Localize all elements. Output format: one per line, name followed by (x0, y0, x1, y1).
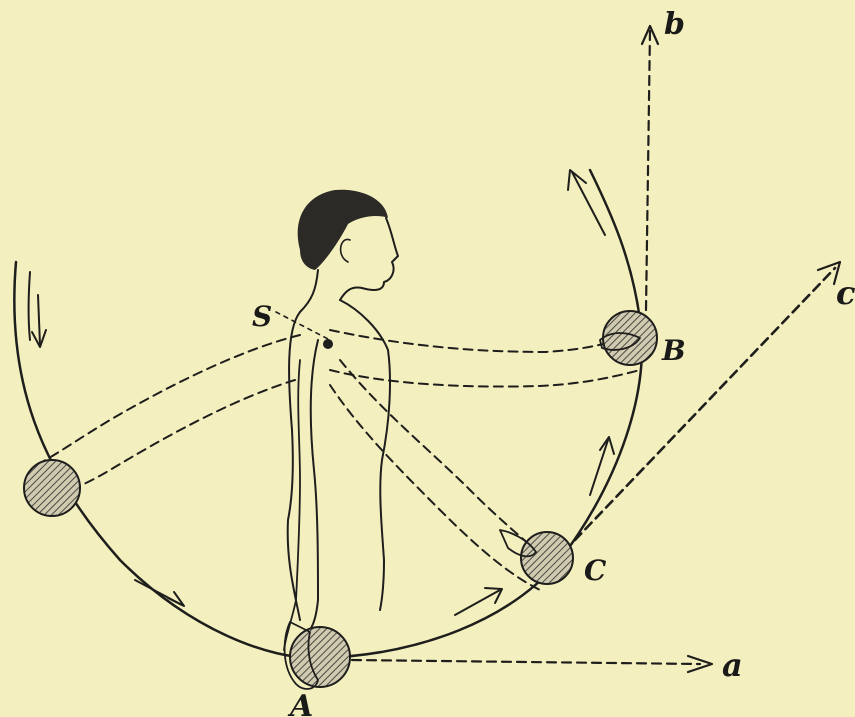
motion-arrow-left-down (32, 295, 46, 347)
motion-arrow-lower-right (455, 588, 502, 615)
neck-back (300, 270, 318, 312)
label-direction-a: a (722, 646, 743, 684)
radius-to-c-upper (340, 360, 530, 545)
label-b: B (661, 334, 686, 367)
torso-back (288, 312, 300, 620)
torso-front (340, 300, 390, 610)
left-arc-lead (29, 272, 31, 340)
face (340, 218, 398, 300)
motion-arrow-right-up (590, 437, 614, 495)
ball-c (521, 532, 573, 584)
radius-to-left-upper (42, 335, 300, 462)
shoulder-pivot-dot (323, 339, 333, 349)
label-a: A (287, 689, 313, 717)
motion-arrow-top (568, 170, 605, 235)
shoulder-axis-line (276, 312, 330, 340)
tangent-line-b (642, 26, 658, 310)
ball-a (290, 627, 350, 687)
label-direction-b: b (664, 7, 685, 42)
ear (341, 239, 350, 262)
man-figure (284, 190, 398, 650)
arm (300, 340, 318, 640)
label-direction-c: c (836, 274, 855, 312)
radius-to-b-upper (330, 330, 620, 352)
tangent-line-c (575, 262, 840, 540)
radius-to-left-lower (62, 380, 295, 494)
motion-arrow-lower-left (135, 580, 184, 606)
radius-to-b-lower (330, 370, 640, 387)
label-c: C (584, 554, 607, 587)
label-s: S (252, 300, 272, 333)
radius-to-c-lower (330, 385, 540, 590)
tangent-line-a (352, 656, 712, 672)
ball-left (24, 460, 80, 516)
ball-b (603, 311, 657, 365)
